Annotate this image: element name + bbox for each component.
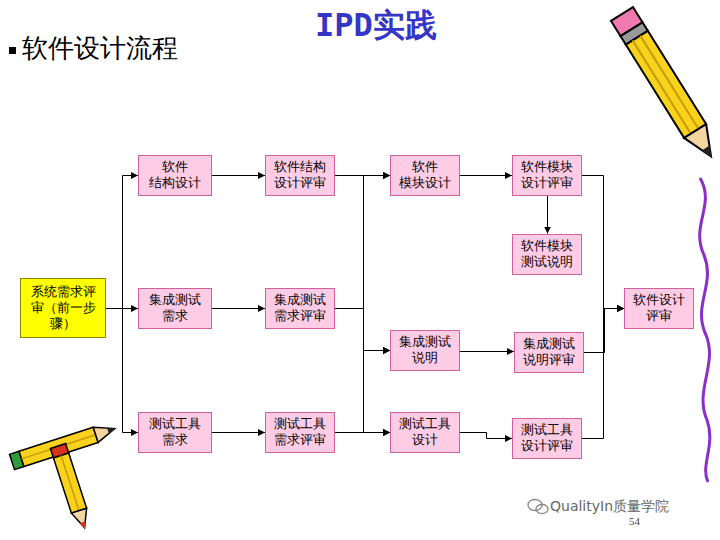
flow-arrow bbox=[582, 309, 624, 439]
box-text: 集成测试 需求评审 bbox=[270, 292, 330, 325]
box-text: 测试工具 需求评审 bbox=[270, 416, 330, 449]
page-title: IPD实践 bbox=[315, 4, 437, 48]
start-box: 系统需求评 审（前一步 骤） bbox=[20, 278, 106, 338]
process-box: 集成测试 需求评审 bbox=[265, 288, 335, 329]
process-box: 软件模块 设计评审 bbox=[512, 155, 582, 196]
process-box: 软件结构 设计评审 bbox=[265, 155, 335, 196]
process-box: 集成测试 说明评审 bbox=[514, 332, 584, 373]
flow-arrow bbox=[547, 196, 548, 234]
bullet-square bbox=[9, 47, 16, 54]
box-text: 系统需求评 审（前一步 骤） bbox=[25, 284, 101, 333]
box-text: 测试工具 设计 bbox=[395, 416, 455, 449]
flow-arrow bbox=[212, 175, 265, 176]
flow-arrow bbox=[460, 175, 512, 176]
process-box: 软件设计 评审 bbox=[624, 288, 694, 329]
flow-arrow bbox=[335, 432, 390, 433]
process-box: 集成测试 说明 bbox=[390, 330, 460, 371]
flow-arrow bbox=[460, 433, 512, 439]
box-text: 软件设计 评审 bbox=[629, 292, 689, 325]
watermark-text: QualityIn质量学院 bbox=[550, 498, 669, 516]
box-text: 集成测试 说明评审 bbox=[519, 336, 579, 369]
process-box: 软件 结构设计 bbox=[138, 155, 212, 196]
pencil-illustration bbox=[611, 7, 720, 165]
watermark-icon bbox=[528, 500, 548, 514]
subtitle-text: 软件设计流程 bbox=[22, 31, 178, 66]
box-text: 集成测试 需求 bbox=[143, 292, 207, 325]
process-box: 测试工具 设计评审 bbox=[512, 418, 582, 459]
flow-arrow bbox=[106, 309, 138, 433]
box-text: 测试工具 需求 bbox=[143, 416, 207, 449]
flow-arrow bbox=[460, 351, 514, 352]
process-box: 软件模块 测试说明 bbox=[512, 234, 582, 275]
box-text: 软件模块 测试说明 bbox=[517, 238, 577, 271]
process-box: 软件 模块设计 bbox=[390, 155, 460, 196]
flow-arrow bbox=[582, 176, 624, 309]
flow-arrow bbox=[335, 176, 390, 351]
box-text: 软件模块 设计评审 bbox=[517, 159, 577, 192]
flow-arrow bbox=[335, 309, 390, 433]
flow-arrow bbox=[335, 351, 390, 433]
flow-arrow bbox=[106, 176, 138, 309]
flow-arrow bbox=[335, 176, 390, 309]
box-text: 集成测试 说明 bbox=[395, 334, 455, 367]
wavy-line bbox=[700, 178, 710, 482]
flow-arrow bbox=[335, 309, 390, 351]
box-text: 软件 模块设计 bbox=[395, 159, 455, 192]
process-box: 测试工具 需求评审 bbox=[265, 412, 335, 453]
flow-arrow bbox=[212, 308, 265, 309]
box-text: 软件 结构设计 bbox=[143, 159, 207, 192]
process-box: 测试工具 设计 bbox=[390, 412, 460, 453]
pencil-illustration bbox=[50, 444, 92, 532]
box-text: 测试工具 设计评审 bbox=[517, 422, 577, 455]
flow-arrow bbox=[335, 176, 390, 433]
process-box: 集成测试 需求 bbox=[138, 288, 212, 329]
box-text: 软件结构 设计评审 bbox=[270, 159, 330, 192]
page-number: 54 bbox=[629, 515, 640, 527]
flow-arrow bbox=[212, 432, 265, 433]
process-box: 测试工具 需求 bbox=[138, 412, 212, 453]
flow-arrow bbox=[335, 176, 390, 433]
